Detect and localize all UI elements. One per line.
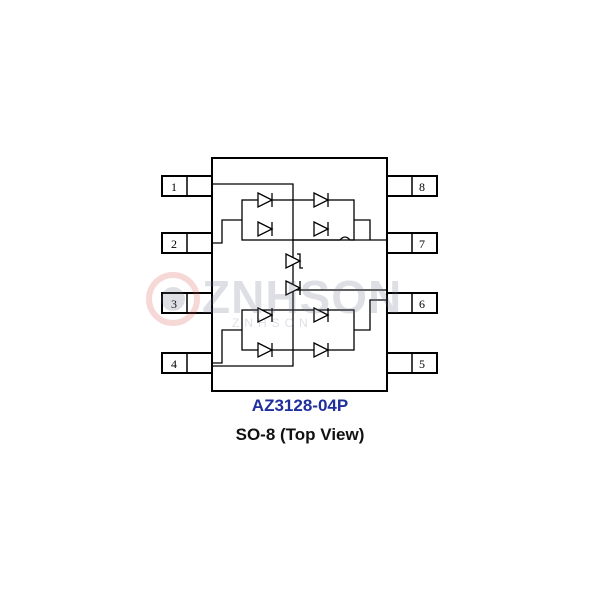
diode-top-left-2 [257, 220, 274, 238]
pin-7-number: 7 [419, 237, 425, 251]
diode-top-left-1 [257, 191, 274, 209]
steering-diodes [257, 191, 330, 359]
tvs-diode-lower [285, 279, 302, 297]
pin-4-number: 4 [171, 357, 177, 371]
diode-top-right-1 [313, 191, 330, 209]
pin-1-number: 1 [171, 180, 177, 194]
pin-2-number: 2 [171, 237, 177, 251]
diode-bottom-right-2 [313, 341, 330, 359]
diode-top-right-2 [313, 220, 330, 238]
diode-bottom-left-2 [257, 341, 274, 359]
tvs-diode-center [285, 252, 303, 270]
left-pins: 1 2 3 4 [161, 175, 213, 374]
pin-5-number: 5 [419, 357, 425, 371]
right-pins: 8 7 6 5 [386, 175, 438, 374]
diode-bottom-right-1 [313, 306, 330, 324]
part-number-title: AZ3128-04P [251, 396, 349, 415]
diode-bottom-left-1 [257, 306, 274, 324]
ic-package-body [211, 157, 388, 392]
pin-8-number: 8 [419, 180, 425, 194]
pin-6-number: 6 [419, 297, 425, 311]
pin-3-number: 3 [171, 297, 177, 311]
package-label: SO-8 (Top View) [235, 425, 365, 444]
internal-wiring [212, 183, 387, 367]
